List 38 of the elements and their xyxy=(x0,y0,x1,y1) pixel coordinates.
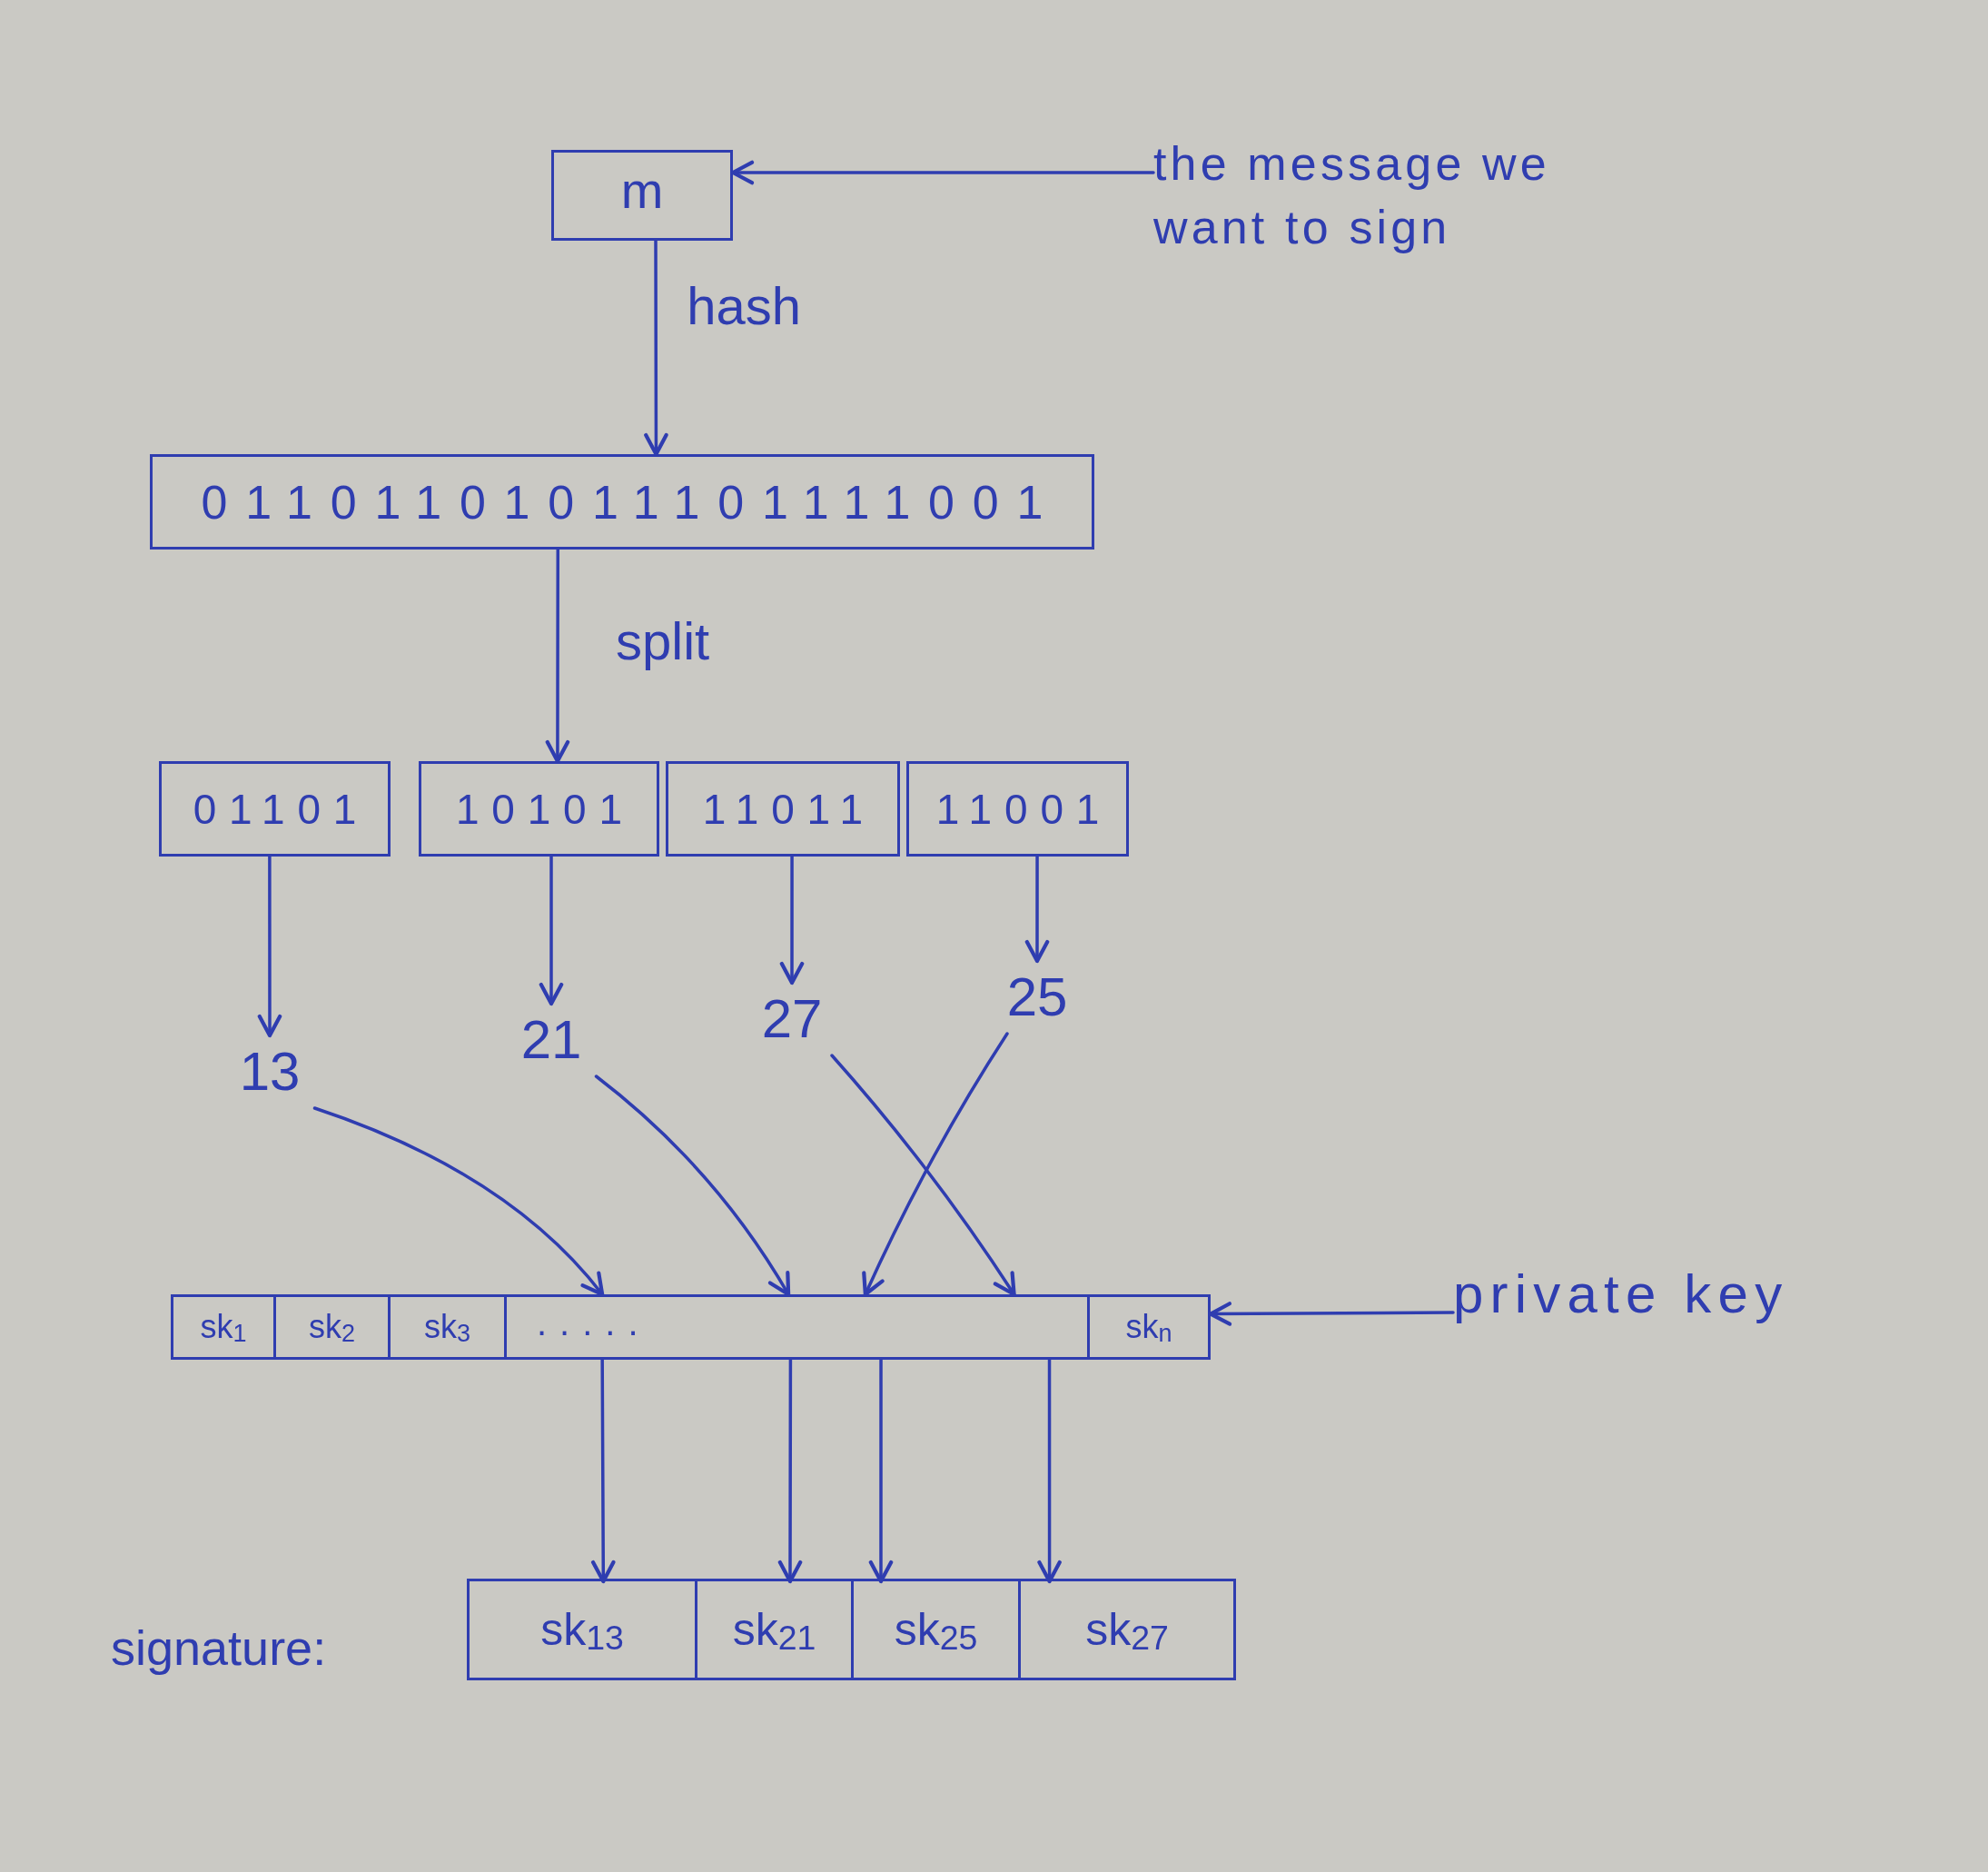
arrow xyxy=(830,1054,1016,1297)
number-label: 21 xyxy=(501,1004,601,1076)
signature-cell: sk$_{25}$ xyxy=(854,1581,1021,1678)
signature-cell: sk$_{27}$ xyxy=(1021,1581,1233,1678)
bit-string-box: 01101101011101111001 xyxy=(150,454,1094,550)
number-label: 25 xyxy=(987,961,1087,1034)
arrow xyxy=(868,1358,894,1584)
key-cell: sk$_{3}$ xyxy=(391,1297,507,1357)
key-cell: sk$_{2}$ xyxy=(276,1297,391,1357)
pointer-arrow xyxy=(1208,1302,1455,1326)
pointer-arrow xyxy=(730,160,1155,185)
key-bar xyxy=(171,1294,1211,1360)
arrow xyxy=(257,855,282,1038)
ellipsis-text: ..... xyxy=(537,1304,651,1341)
bit-chunk-box: 11001 xyxy=(906,761,1129,857)
number-label: 27 xyxy=(742,983,842,1055)
number-label: 13 xyxy=(220,1035,320,1108)
arrow xyxy=(862,1032,1009,1297)
key-cell: sk$_{1}$ xyxy=(173,1297,276,1357)
arrow xyxy=(312,1106,605,1297)
arrow xyxy=(594,1075,791,1297)
annotation-text: the message we want to sign xyxy=(1153,132,1626,268)
message-box: m xyxy=(551,150,733,241)
arrow xyxy=(644,239,668,457)
bit-chunk-box: 10101 xyxy=(419,761,659,857)
key-cell: sk$_{n}$ xyxy=(1087,1297,1208,1357)
arrow xyxy=(779,855,805,986)
annotation-text: private key xyxy=(1453,1258,1880,1331)
arrow xyxy=(539,855,564,1006)
bit-chunk-box: 11011 xyxy=(666,761,900,857)
signature-cell: sk$_{21}$ xyxy=(697,1581,854,1678)
arrow xyxy=(545,548,570,764)
arrow xyxy=(777,1358,803,1584)
arrow xyxy=(1024,855,1050,964)
signature-cell: sk$_{13}$ xyxy=(470,1581,697,1678)
arrow xyxy=(590,1358,616,1584)
bit-chunk-box: 01101 xyxy=(159,761,391,857)
arrow xyxy=(1037,1358,1062,1584)
